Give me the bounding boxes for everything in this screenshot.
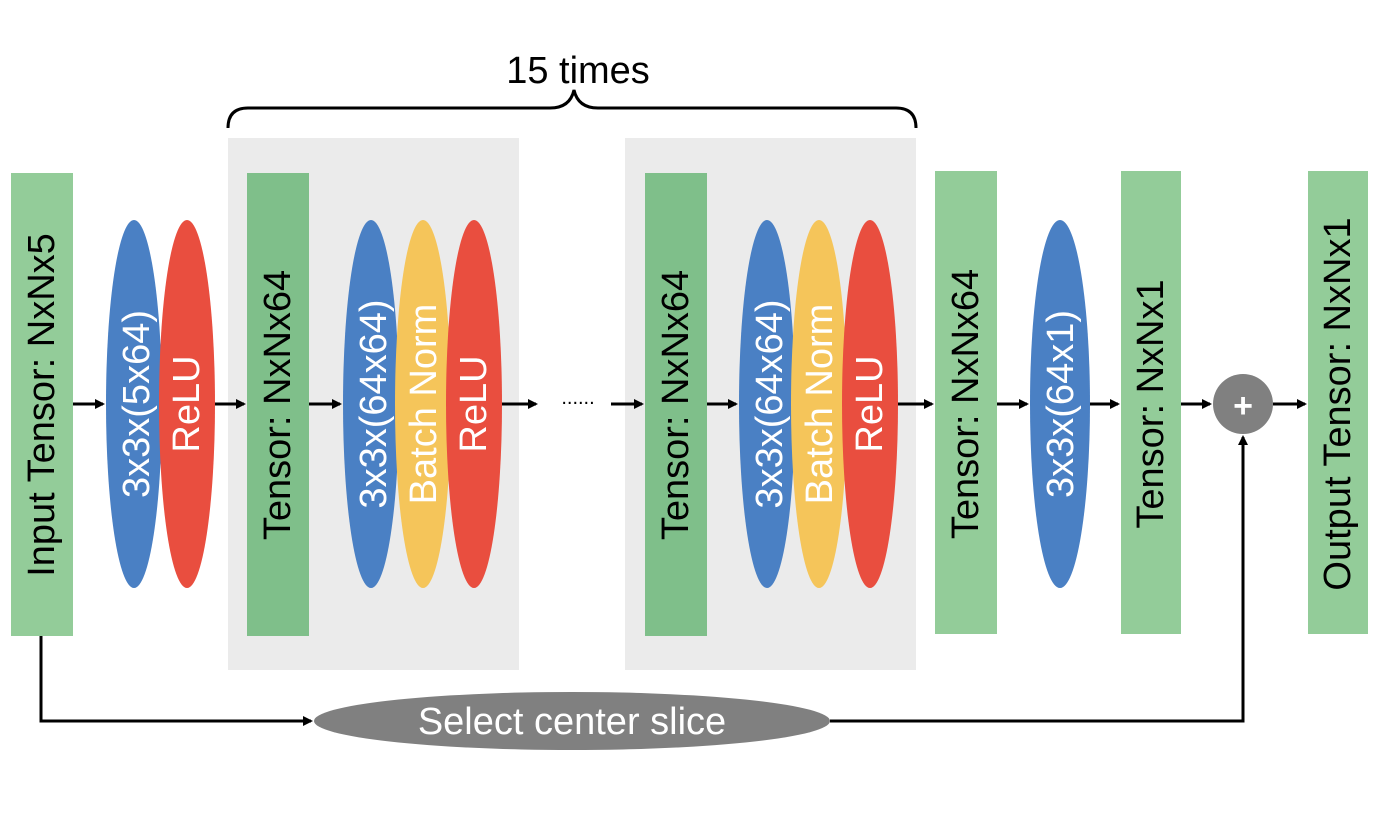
input-tensor-label: Input Tensor: NxNx5 xyxy=(21,233,63,577)
tensor-out1-box xyxy=(1121,171,1181,634)
block-last-relu-label: ReLU xyxy=(849,355,891,452)
repeat-brace xyxy=(226,89,918,129)
skip-op-ellipse xyxy=(314,692,830,750)
block-last-relu-ellipse xyxy=(842,220,898,588)
output-tensor-label: Output Tensor: NxNx1 xyxy=(1317,217,1359,590)
tensor-after-box xyxy=(935,171,997,634)
block-last-tensor-label: Tensor: NxNx64 xyxy=(655,270,697,540)
add-symbol: + xyxy=(1233,387,1253,425)
flow-arrows xyxy=(39,399,1307,726)
repeat-label: 15 times xyxy=(506,50,650,92)
block-first-batchnorm-label: Batch Norm xyxy=(403,304,445,505)
tensor-after-label: Tensor: NxNx64 xyxy=(945,269,987,539)
add-node xyxy=(1213,374,1273,434)
relu-first-ellipse xyxy=(159,220,215,588)
conv-first-label: 3x3x(5x64) xyxy=(116,310,158,498)
conv-first-ellipse xyxy=(106,220,162,588)
block-first-relu-ellipse xyxy=(446,220,502,588)
conv-last-ellipse xyxy=(1030,220,1090,588)
block-last-conv-ellipse xyxy=(739,220,795,588)
block-first-batchnorm-ellipse xyxy=(395,220,451,588)
block-last-batchnorm-ellipse xyxy=(791,220,847,588)
conv-last-label: 3x3x(64x1) xyxy=(1040,310,1082,498)
output-tensor-box xyxy=(1308,171,1368,634)
block-last-conv-label: 3x3x(64x64) xyxy=(749,299,791,508)
block-first-conv-ellipse xyxy=(343,220,399,588)
skip-path-in xyxy=(39,636,313,726)
tensor-out1-label: Tensor: NxNx1 xyxy=(1130,279,1172,528)
block-last-tensor-box xyxy=(645,173,707,636)
input-tensor-box xyxy=(11,173,73,636)
block-first-conv-label: 3x3x(64x64) xyxy=(353,299,395,508)
relu-first-label: ReLU xyxy=(166,355,208,452)
block-first-tensor-label: Tensor: NxNx64 xyxy=(257,270,299,540)
skip-op-label: Select center slice xyxy=(418,701,726,743)
block-first-relu-label: ReLU xyxy=(453,355,495,452)
block-last-batchnorm-label: Batch Norm xyxy=(799,304,841,505)
block-first-tensor-box xyxy=(247,173,309,636)
repeat-ellipsis: ...... xyxy=(561,387,594,409)
skip-path-out xyxy=(830,435,1248,723)
